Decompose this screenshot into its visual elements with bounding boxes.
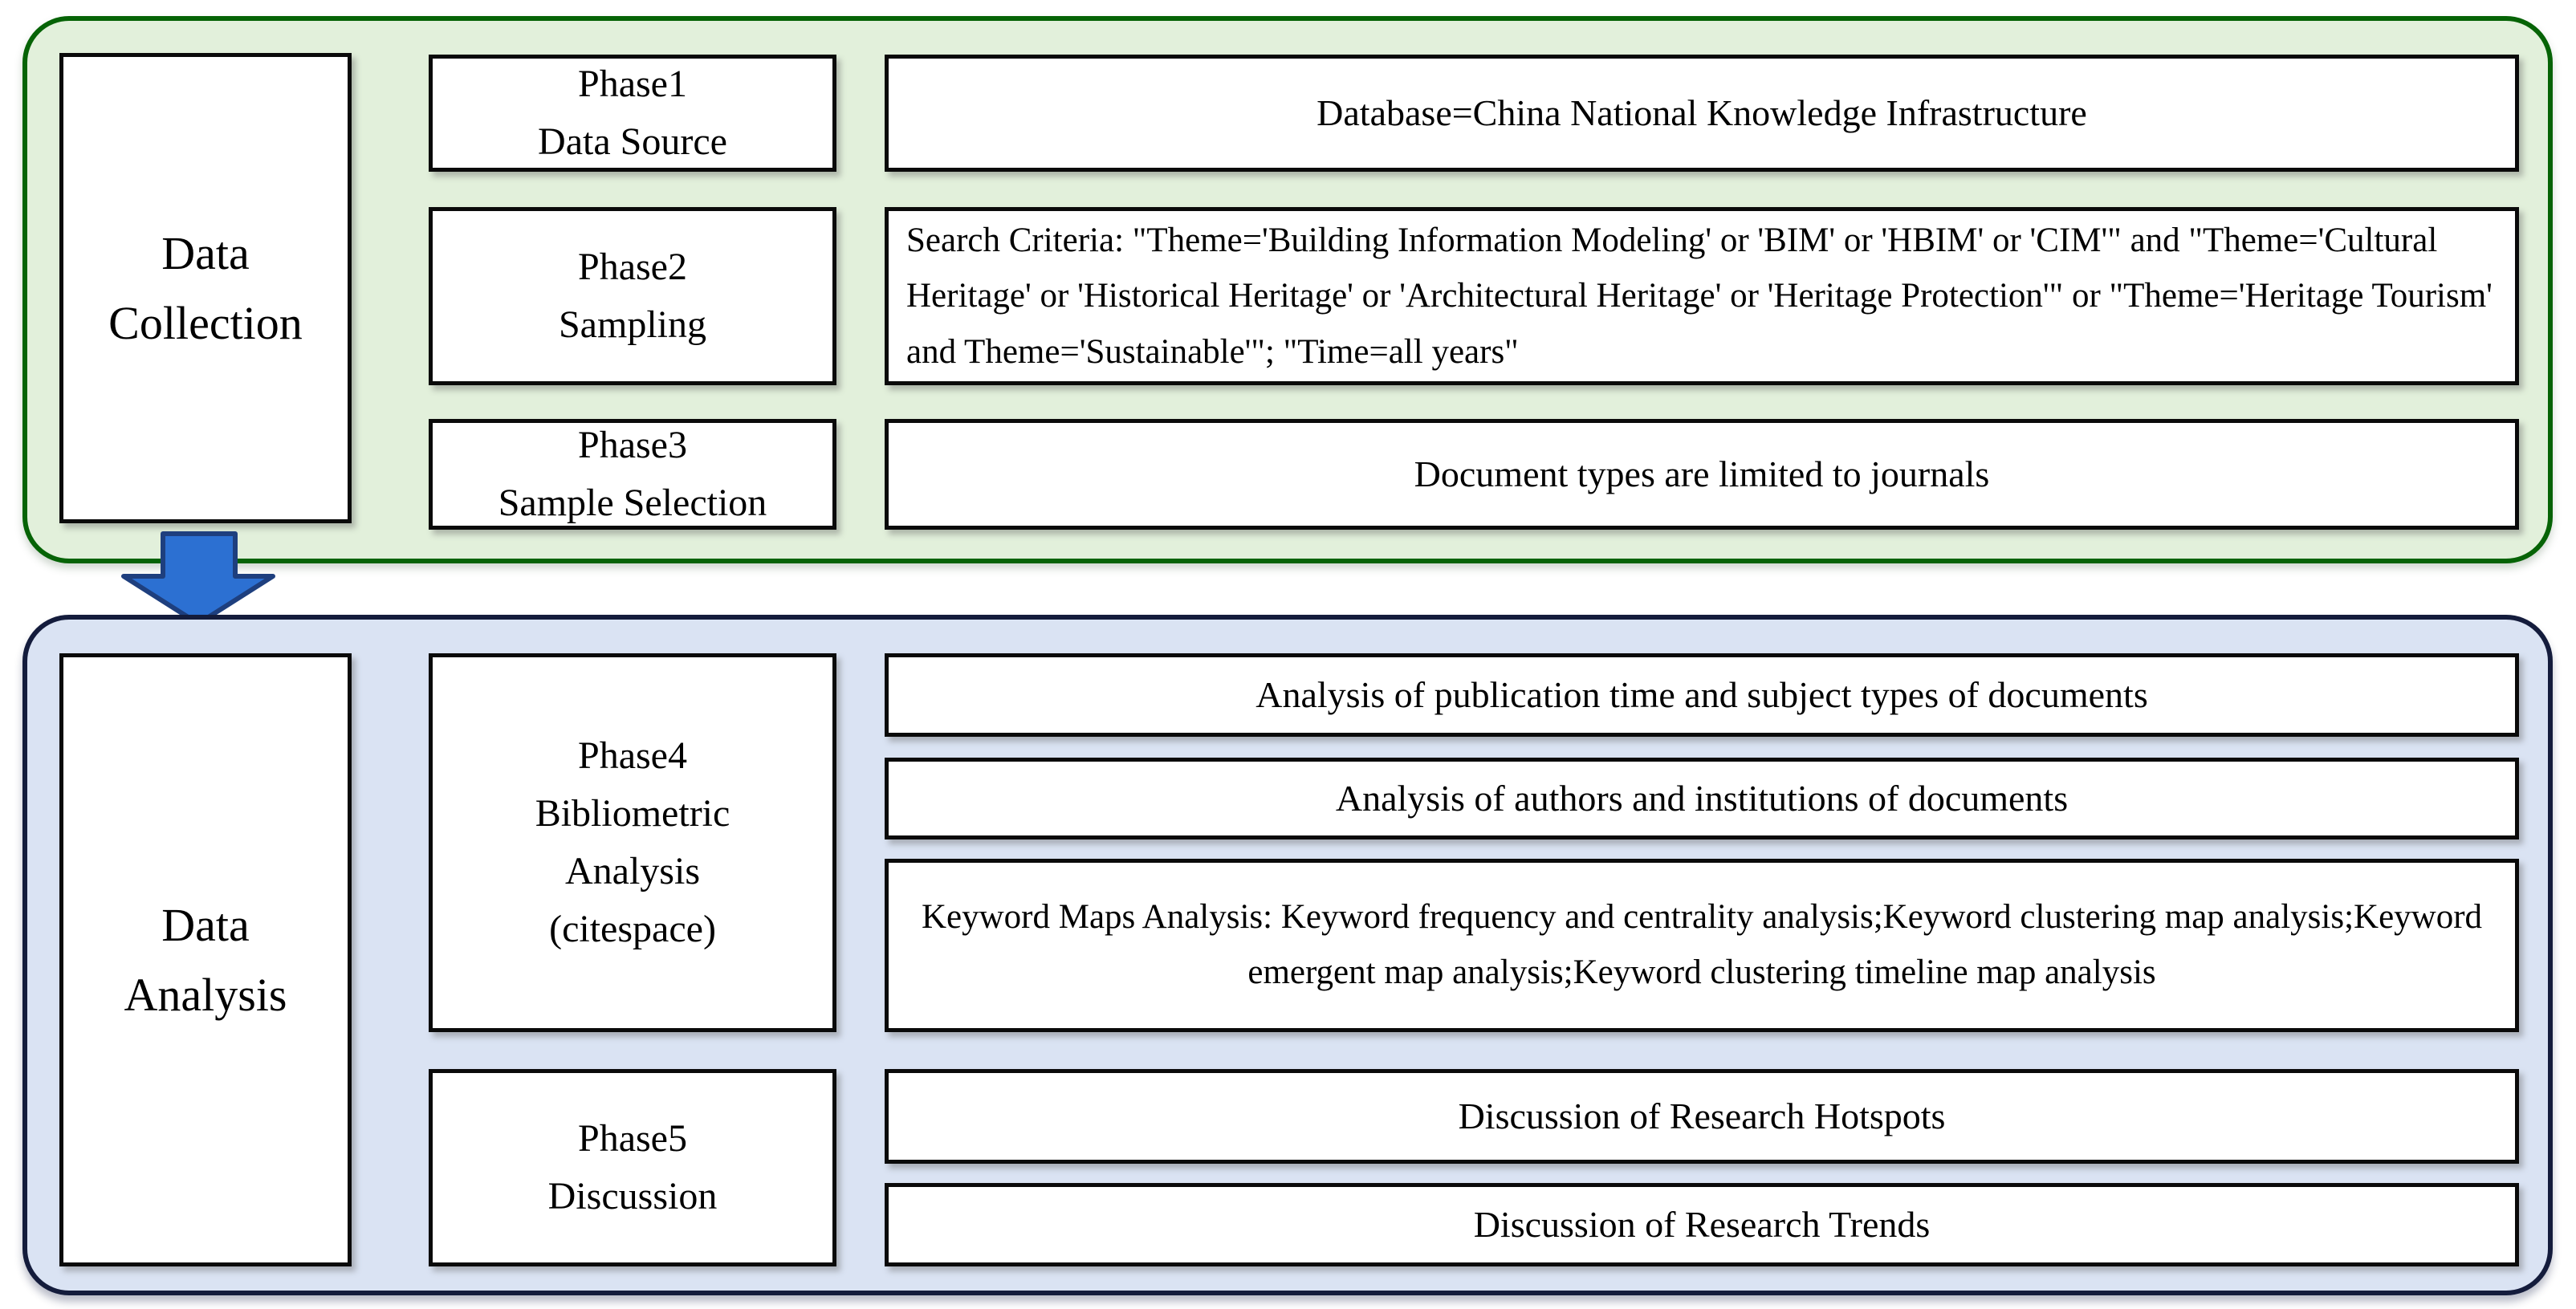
research-hotspots-box: Discussion of Research Hotspots — [885, 1069, 2519, 1164]
publication-time-analysis-box: Analysis of publication time and subject… — [885, 653, 2519, 737]
authors-institutions-analysis-box: Analysis of authors and institutions of … — [885, 758, 2519, 839]
phase1-label: Phase1 Data Source — [538, 63, 727, 163]
research-trends-text: Discussion of Research Trends — [1473, 1203, 1931, 1245]
flow-down-arrow-icon — [121, 531, 275, 626]
document-types-text: Document types are limited to journals — [1414, 453, 1990, 494]
keyword-maps-analysis-box: Keyword Maps Analysis: Keyword frequency… — [885, 859, 2519, 1032]
research-trends-box: Discussion of Research Trends — [885, 1183, 2519, 1266]
phase1-box: Phase1 Data Source — [429, 55, 836, 172]
phase4-box: Phase4 Bibliometric Analysis (citespace) — [429, 653, 836, 1032]
data-collection-section: Data Collection Phase1 Data Source Phase… — [22, 16, 2553, 563]
data-analysis-label: Data Analysis — [124, 899, 287, 1021]
data-collection-label: Data Collection — [108, 227, 303, 349]
phase5-label: Phase5 Discussion — [547, 1117, 718, 1218]
phase3-label: Phase3 Sample Selection — [498, 424, 767, 524]
phase3-box: Phase3 Sample Selection — [429, 419, 836, 530]
data-analysis-section: Data Analysis Phase4 Bibliometric Analys… — [22, 615, 2553, 1295]
authors-institutions-analysis-text: Analysis of authors and institutions of … — [1335, 777, 2069, 819]
research-hotspots-text: Discussion of Research Hotspots — [1458, 1095, 1946, 1136]
phase4-label: Phase4 Bibliometric Analysis (citespace) — [535, 734, 730, 950]
phase5-box: Phase5 Discussion — [429, 1069, 836, 1266]
database-text: Database=China National Knowledge Infras… — [1316, 91, 2087, 133]
keyword-maps-analysis-text: Keyword Maps Analysis: Keyword frequency… — [921, 898, 2483, 991]
phase2-box: Phase2 Sampling — [429, 207, 836, 385]
data-collection-label-box: Data Collection — [59, 53, 352, 523]
search-criteria-box: Search Criteria: "Theme='Building Inform… — [885, 207, 2519, 385]
search-criteria-text: Search Criteria: "Theme='Building Inform… — [906, 221, 2493, 371]
phase2-label: Phase2 Sampling — [558, 246, 706, 346]
database-box: Database=China National Knowledge Infras… — [885, 55, 2519, 172]
document-types-box: Document types are limited to journals — [885, 419, 2519, 530]
publication-time-analysis-text: Analysis of publication time and subject… — [1255, 673, 2148, 715]
data-analysis-label-box: Data Analysis — [59, 653, 352, 1266]
